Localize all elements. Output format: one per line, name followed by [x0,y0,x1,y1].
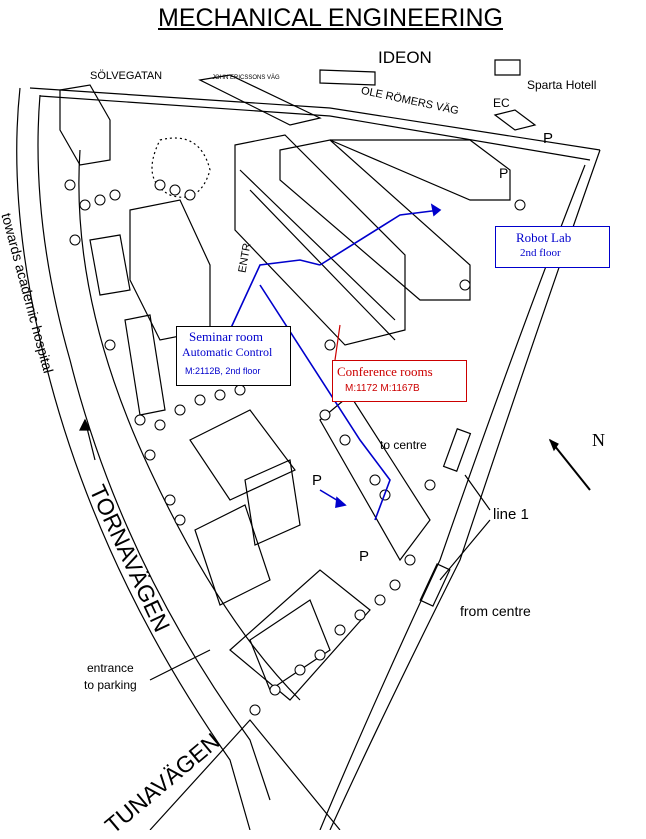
road-solvegatan-2 [39,95,591,161]
place-line1: line 1 [493,506,529,523]
seminar-room-number: M:2112B, 2nd floor [185,366,261,376]
conference-rooms: M:1172 M:1167B [345,383,420,394]
parking-label: P [499,165,509,181]
road-tunavagen [149,719,341,830]
road-inner-loop [78,149,301,701]
parking-label: P [543,130,554,147]
bus-icon [419,563,451,607]
callout-seminar: Seminar room Automatic Control M:2112B, … [176,326,291,386]
callout-robot-lab: Robot Lab 2nd floor [495,226,610,268]
route-lines [229,203,442,521]
place-to-centre: to centre [380,438,427,452]
callout-conference: Conference rooms M:1172 M:1167B [332,360,467,402]
parking-area [319,394,431,562]
north-arrow [549,439,591,491]
entrance-parking-line1: entrance [87,661,134,675]
route-conference [334,324,341,361]
street-john-ericssons: JOHN ERICSSONS VÄG [212,75,280,81]
entrance-arrow [149,649,211,681]
place-sparta: Sparta Hotell [527,78,597,92]
bus-icon [442,428,472,472]
conference-title: Conference rooms [337,364,433,379]
place-ideon: IDEON [378,48,432,67]
road-solvegatan [29,87,601,151]
robot-lab-title: Robot Lab [516,230,572,245]
trees [64,179,526,716]
road-tornavagen-inner [37,94,271,801]
street-solvegatan: SÖLVEGATAN [90,70,163,82]
seminar-title: Seminar room [189,329,264,344]
place-from-centre: from centre [460,603,531,619]
parking-label: P [312,472,323,489]
page-title: MECHANICAL ENGINEERING [158,4,503,32]
main-building [234,134,511,346]
place-ec: EC [493,96,510,110]
route-seminar [229,259,321,331]
parking-label: P [359,548,370,565]
south-buildings [189,409,331,691]
seminar-subtitle: Automatic Control [182,345,273,359]
route-parking [259,284,391,521]
route-robot [319,209,441,266]
building-row-top [198,59,537,131]
north-label: N [592,430,605,450]
entrance-parking-line2: to parking [84,678,137,692]
robot-lab-floor: 2nd floor [520,247,561,259]
road-tornavagen-outer [16,87,251,830]
line1-pointers [439,474,491,581]
parking-area-2 [229,569,371,701]
